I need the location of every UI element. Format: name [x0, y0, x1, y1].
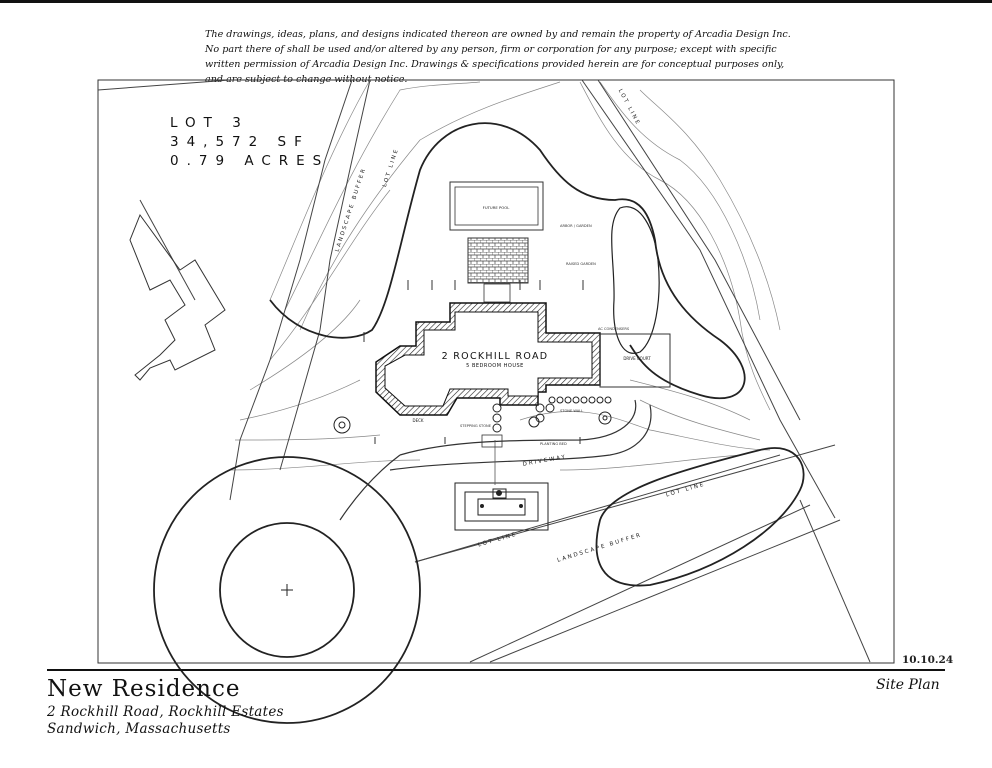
project-address-line1: 2 Rockhill Road, Rockhill Estates	[47, 704, 284, 720]
lot-acres: 0.79 ACRES	[170, 153, 330, 169]
cul-de-sac	[153, 456, 421, 724]
landscape-buffer-label-west: LANDSCAPE BUFFER	[335, 167, 368, 253]
walkway-pad	[481, 434, 503, 448]
lot-area-sf: 34,572 SF	[170, 134, 310, 150]
neighbor-house-outline	[129, 213, 226, 381]
entry-garden	[454, 482, 549, 531]
house-interior	[384, 311, 593, 407]
sheet-title: Site Plan	[876, 677, 940, 693]
lot-line-label-south: LOT LINE	[477, 532, 518, 549]
future-pool-label: FUTURE POOL	[483, 205, 511, 210]
lot-number: LOT 3	[170, 115, 249, 131]
tree-line	[611, 206, 660, 354]
svg-text:ARBOR / GARDEN: ARBOR / GARDEN	[560, 224, 592, 228]
house-description-label: 5 BEDROOM HOUSE	[466, 363, 524, 369]
landscape-buffer-upper	[269, 122, 746, 400]
top-border	[0, 0, 992, 3]
project-address: 2 Rockhill Road, Rockhill Estates Sandwi…	[47, 704, 284, 738]
tree-markers	[363, 280, 584, 444]
foundation-plantings	[333, 396, 612, 434]
drive-court	[599, 333, 671, 388]
lot-lines	[97, 79, 871, 663]
project-address-line2: Sandwich, Massachusetts	[47, 721, 231, 737]
lot-line-label-northeast: LOT LINE	[617, 88, 641, 127]
stone-patio	[467, 237, 529, 284]
svg-text:RAISED GARDEN: RAISED GARDEN	[566, 262, 596, 266]
future-pool	[449, 181, 544, 231]
landscape-buffer-label-south: LANDSCAPE BUFFER	[557, 532, 643, 564]
svg-text:STONE WALL: STONE WALL	[560, 409, 583, 413]
svg-text:AC CONDENSERS: AC CONDENSERS	[598, 327, 630, 331]
lot-line-label-east: LOT LINE	[665, 482, 706, 499]
deck-label: DECK	[412, 418, 423, 423]
driveway-label: DRIVEWAY	[522, 454, 567, 468]
plan-callouts: ARBOR / GARDEN RAISED GARDEN AC CONDENSE…	[460, 224, 630, 446]
svg-text:PLANTING BED: PLANTING BED	[540, 442, 567, 446]
svg-text:STEPPING STONE: STEPPING STONE	[460, 424, 492, 428]
drawing-border	[97, 79, 895, 664]
lot-info: LOT 3 34,572 SF 0.79 ACRES	[170, 114, 329, 171]
project-title: New Residence	[47, 676, 241, 702]
drawing-date: 10.10.24	[902, 654, 954, 666]
landscape-buffer-lower	[595, 447, 805, 587]
driveway	[339, 399, 652, 521]
patio-steps	[483, 283, 511, 303]
title-block-rule	[47, 669, 945, 671]
drive-court-label: DRIVE COURT	[623, 356, 651, 361]
house-address-label: 2 ROCKHILL ROAD	[442, 351, 549, 362]
